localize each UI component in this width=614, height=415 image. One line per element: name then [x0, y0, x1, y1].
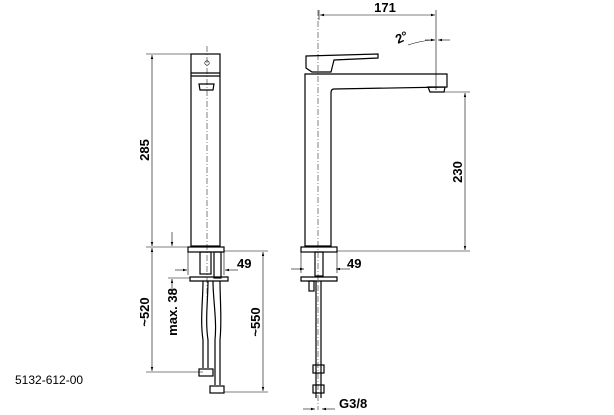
dim-label-520: ~520: [137, 297, 152, 326]
dim-label-49-right: 49: [347, 256, 361, 271]
hose-nut-right: [209, 385, 225, 394]
dim-label-angle: 2°: [393, 28, 411, 47]
hose-left: [201, 280, 209, 368]
dim-label-171: 171: [374, 0, 396, 15]
base-plate-side: [187, 246, 225, 253]
dim-label-thread: G3/8: [339, 396, 367, 411]
aerator-side: [198, 83, 215, 91]
hose-nut-top: [312, 364, 325, 374]
hose-nut-bottom: [312, 384, 325, 394]
dim-label-285: 285: [137, 139, 152, 161]
hose-right: [212, 280, 222, 385]
dim-label-230: 230: [450, 161, 465, 183]
drawing-number: 5132-612-00: [15, 373, 83, 387]
faucet-body-side: [190, 53, 221, 247]
hose-nut-left: [198, 368, 214, 377]
spout-body: [304, 73, 448, 247]
dim-label-550: ~550: [248, 307, 263, 336]
dim-label-max38: max. 38: [165, 288, 180, 336]
handle-lever: [305, 53, 379, 73]
base-plate-front: [300, 246, 338, 253]
side-view: 285 ~520 max. 38 49 ~550: [137, 46, 268, 394]
dim-label-49-left: 49: [237, 256, 251, 271]
mounting-plate: [189, 276, 229, 282]
front-view: 171 2° 230 49 G3/8: [291, 0, 470, 411]
